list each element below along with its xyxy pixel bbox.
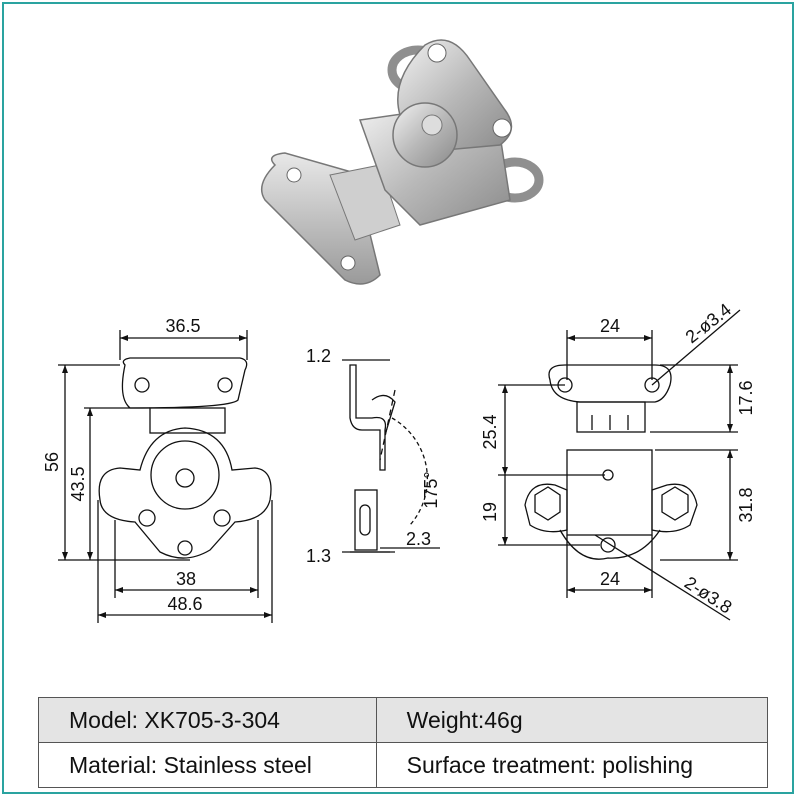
dim-side-offset: 2.3	[406, 529, 431, 549]
spec-row: Material: Stainless steel Surface treatm…	[38, 742, 769, 788]
dim-side-angle: 175°	[421, 471, 441, 508]
model-cell: Model: XK705-3-304	[38, 697, 377, 743]
dim-back-height-d: 31.8	[736, 487, 756, 522]
dim-back-height-b: 25.4	[480, 414, 500, 449]
dim-front-width-top: 36.5	[165, 316, 200, 336]
material-cell: Material: Stainless steel	[38, 742, 377, 788]
dim-side-thickness-bottom: 1.3	[306, 546, 331, 566]
dim-front-height-total: 56	[42, 452, 62, 472]
surface-cell: Surface treatment: polishing	[375, 742, 769, 788]
latch-photo	[260, 39, 544, 285]
dim-front-width-mid: 38	[176, 569, 196, 589]
front-view	[98, 357, 272, 559]
dim-back-height-c: 19	[480, 502, 500, 522]
side-view	[342, 359, 440, 553]
spec-table: Model: XK705-3-304 Weight:46g Material: …	[38, 697, 769, 788]
dim-side-thickness-top: 1.2	[306, 346, 331, 366]
spec-row: Model: XK705-3-304 Weight:46g	[38, 697, 769, 743]
weight-cell: Weight:46g	[375, 697, 769, 743]
dim-back-width-bottom: 24	[600, 569, 620, 589]
technical-drawing: 36.5 56 43.5 38 48.6 1.2 1.3 2.3 175° 24…	[42, 299, 756, 623]
dim-front-width-total: 48.6	[167, 594, 202, 614]
dim-back-height-a: 17.6	[736, 380, 756, 415]
back-view	[524, 364, 698, 560]
dim-back-hole-top: 2-ø3.4	[682, 299, 735, 347]
dim-back-width-top: 24	[600, 316, 620, 336]
dim-front-height-inner: 43.5	[68, 466, 88, 501]
